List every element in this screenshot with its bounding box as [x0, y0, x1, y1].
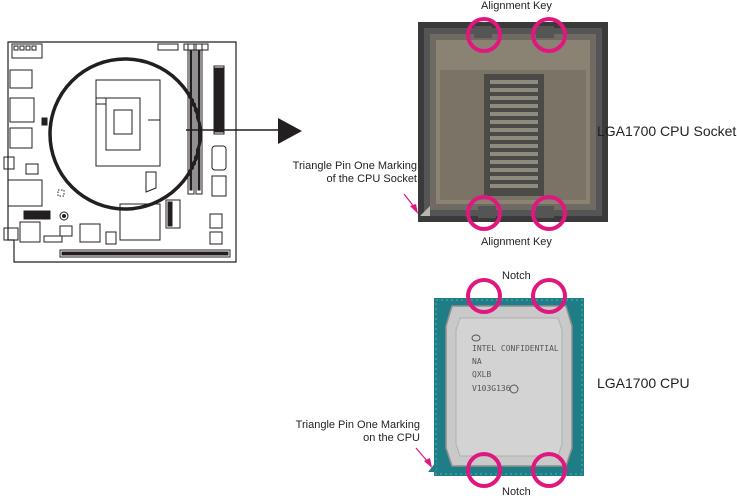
notch-top-label: Notch [502, 270, 531, 282]
magnifier-circle [48, 57, 202, 211]
socket-triangle-label-line1: Triangle Pin One Marking [292, 160, 417, 172]
socket-alignment-key-highlights [466, 17, 567, 231]
notch-bottom-label: Notch [502, 486, 531, 498]
cpu-triangle-label: Triangle Pin One Marking on the CPU [296, 419, 420, 445]
motherboard-components [3, 43, 231, 258]
cpu-engraving-line1: INTEL CONFIDENTIAL [472, 344, 559, 353]
cpu-notch-highlights [466, 278, 567, 488]
cpu-socket-illustration [418, 22, 608, 222]
alignment-key-bottom-label: Alignment Key [481, 236, 552, 248]
cpu-engraving-line4: V103G136 [472, 384, 511, 393]
cpu-triangle-pointer [415, 447, 432, 468]
pointer-arrow [186, 118, 302, 144]
cpu-title: LGA1700 CPU [597, 375, 690, 391]
socket-title: LGA1700 CPU Socket [597, 123, 737, 139]
board-cpu-socket [95, 79, 161, 193]
socket-triangle-pointer [403, 193, 418, 214]
cpu-triangle-label-line1: Triangle Pin One Marking [295, 419, 420, 431]
cpu-illustration [428, 298, 584, 476]
alignment-key-top-label: Alignment Key [481, 0, 552, 12]
cpu-engraving-line2: NA [472, 357, 482, 366]
socket-contacts [490, 80, 538, 188]
cpu-engraving-line3: QXLB [472, 370, 492, 379]
cpu-triangle-label-line2: on the CPU [363, 432, 420, 444]
socket-triangle-label: Triangle Pin One Marking of the CPU Sock… [293, 160, 417, 186]
socket-triangle-label-line2: of the CPU Socket [326, 173, 418, 185]
